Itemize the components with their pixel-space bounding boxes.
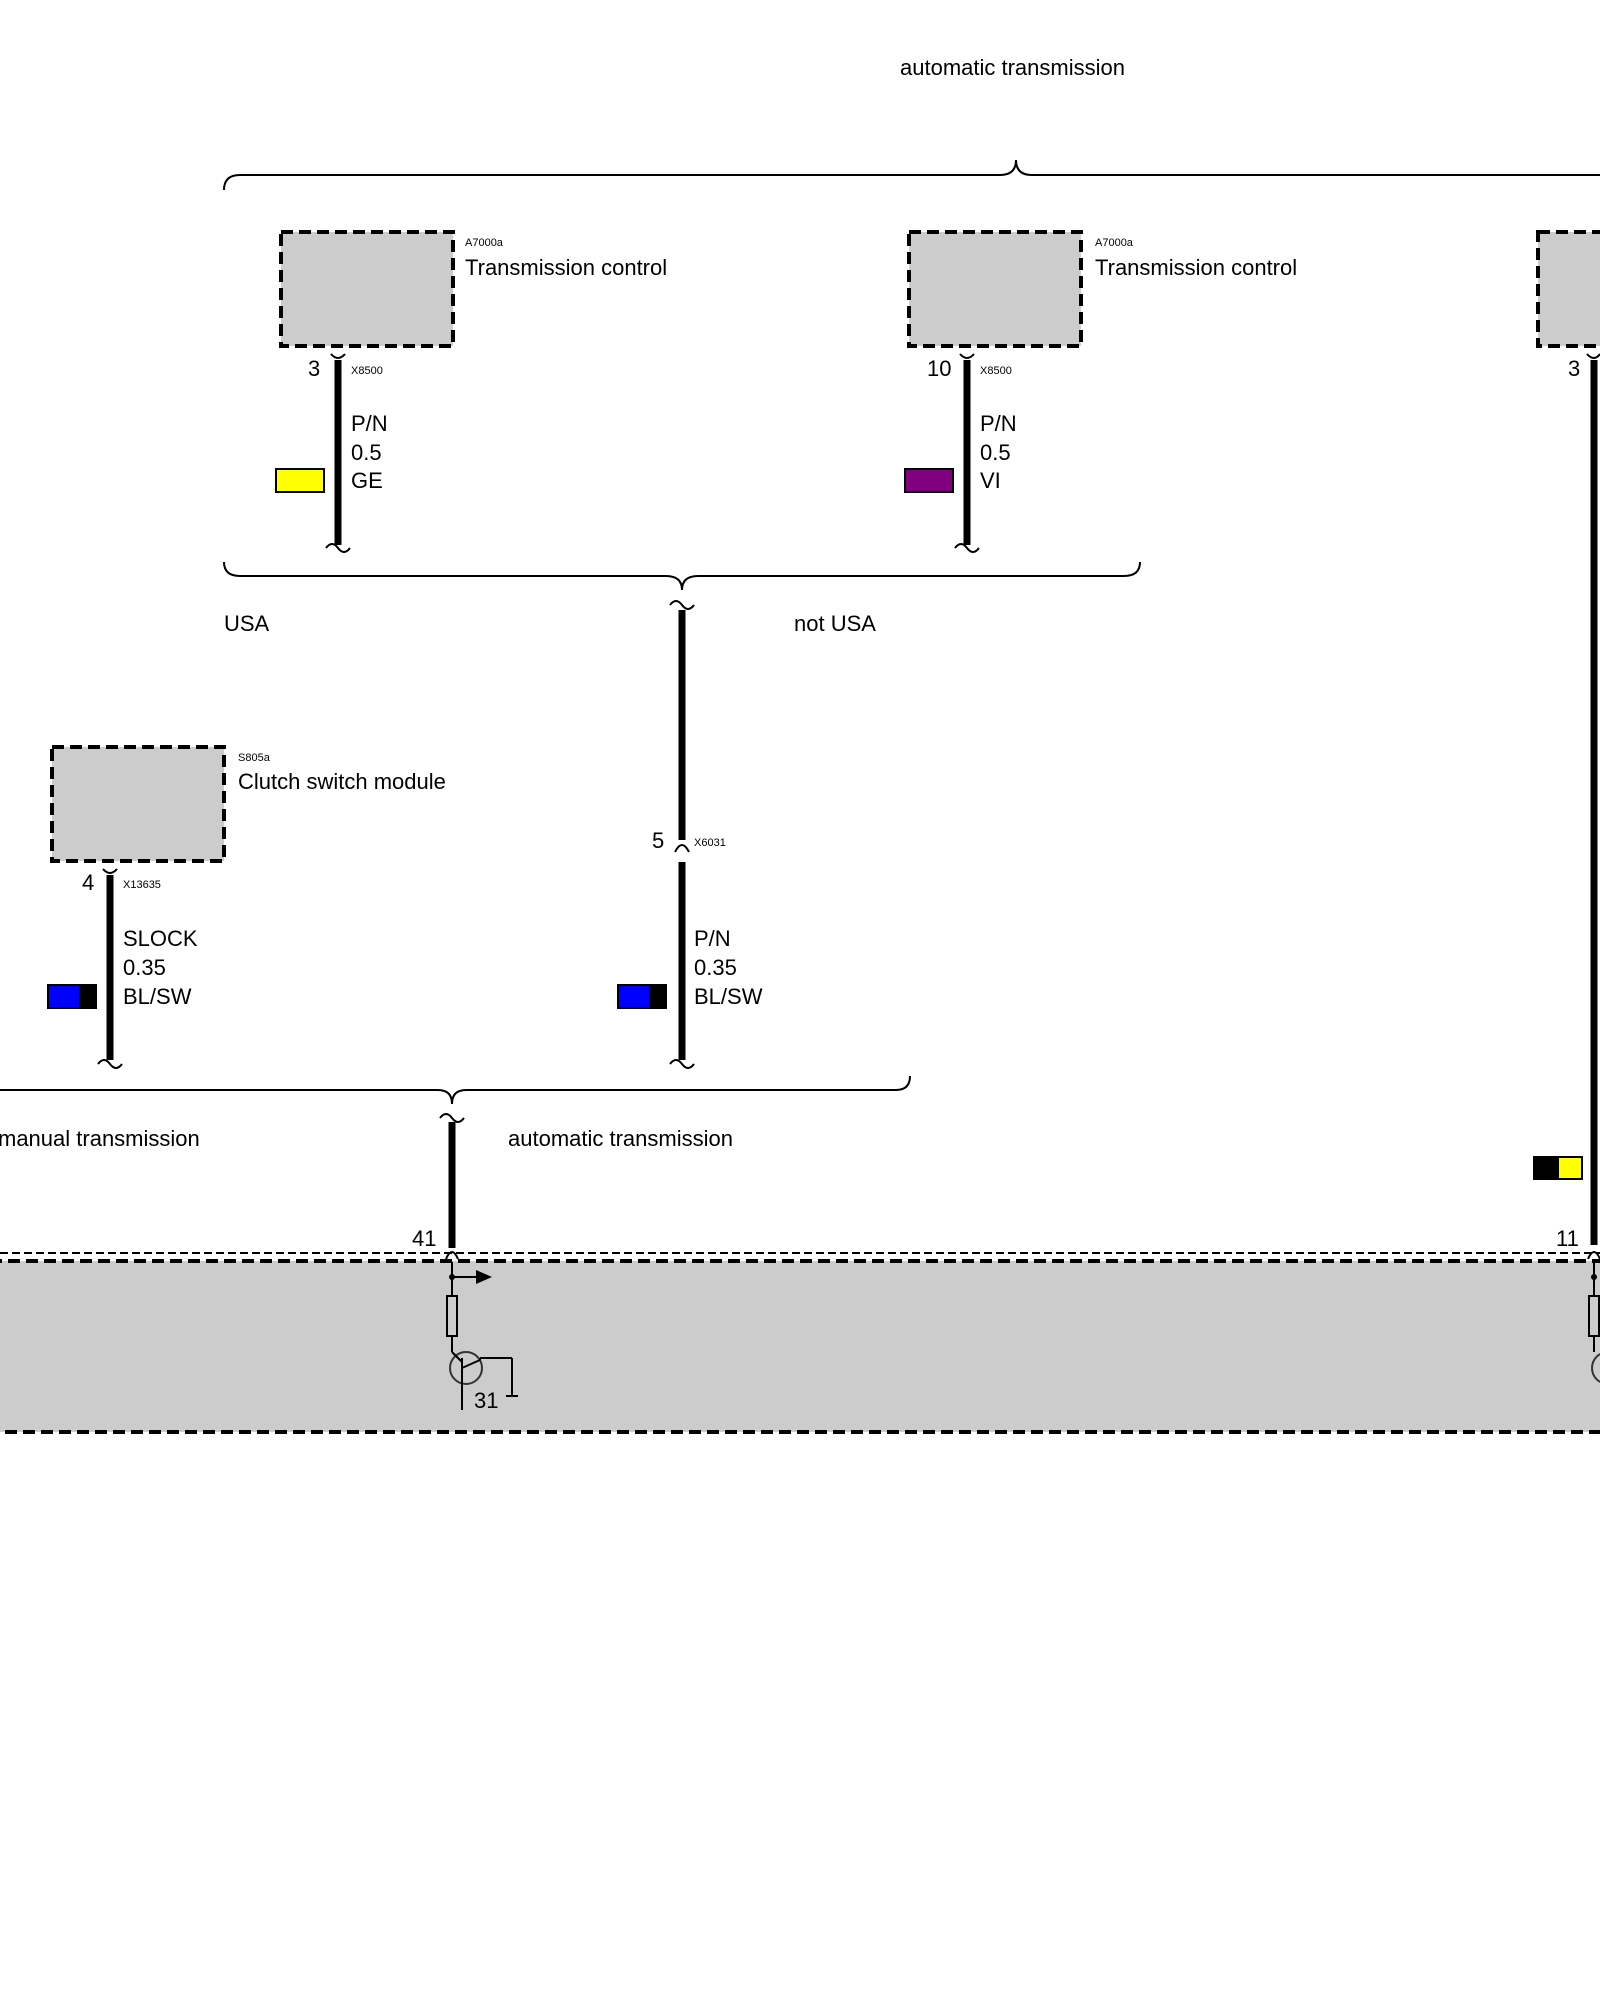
wire-clutch-break: [97, 1059, 123, 1069]
wire-clutch-signal: SLOCK: [123, 926, 198, 951]
usa-label: USA: [224, 611, 270, 636]
wire-right-swatch-a: [1533, 1156, 1559, 1180]
clutch-connector: X13635: [123, 879, 161, 891]
tc-usa-pin-arc: [330, 353, 346, 359]
ecu-input-circuit-right: [1588, 1262, 1600, 1383]
wire-auto-swatch-a: [617, 984, 651, 1009]
wire-clutch-swatch-b: [79, 984, 97, 1009]
wire-not-usa-signal: P/N: [980, 411, 1017, 436]
lower-brace: [0, 1075, 911, 1105]
clutch-switch-module-box[interactable]: [50, 745, 226, 863]
tc-usa-code: A7000a: [465, 237, 504, 249]
tc-right-pin: 3: [1568, 356, 1580, 381]
wire-usa-color-swatch: [275, 468, 325, 493]
wire-not-usa-break: [954, 543, 980, 553]
tc-not-usa-connector: X8500: [980, 365, 1012, 377]
clutch-pin: 4: [82, 870, 94, 895]
wire-usa-size: 0.5: [351, 440, 382, 465]
top-brace: [223, 159, 1600, 191]
top-brace-label: automatic transmission: [900, 55, 1125, 80]
transistor-icon: [449, 1351, 483, 1385]
middle-brace: [223, 561, 1141, 591]
wire-auto-swatch-b: [649, 984, 667, 1009]
transistor-right-icon: [1591, 1353, 1600, 1383]
tc-usa-connector: X8500: [351, 365, 383, 377]
wire-usa-signal: P/N: [351, 411, 388, 436]
wire-not-usa-color: VI: [980, 468, 1001, 493]
ecu-pin-11: 11: [1556, 1226, 1579, 1251]
wire-auto-signal: P/N: [694, 926, 731, 951]
ecu-pin-41-arc: [445, 1251, 459, 1260]
wire-not-usa-color-swatch: [904, 468, 954, 493]
tc-usa-name: Transmission control: [465, 255, 667, 280]
tc-not-usa-code: A7000a: [1095, 237, 1134, 249]
not-usa-label: not USA: [794, 611, 876, 636]
wire-auto-size: 0.35: [694, 955, 737, 980]
wire-clutch-swatch-a: [47, 984, 81, 1009]
wire-ecu-break: [439, 1113, 465, 1123]
wire-right-swatch-b: [1557, 1156, 1583, 1180]
wire-clutch-size: 0.35: [123, 955, 166, 980]
wire-auto-break: [669, 1059, 695, 1069]
transmission-control-not-usa-box[interactable]: [907, 230, 1083, 348]
wire-usa-break: [325, 543, 351, 553]
wire-combined-break: [669, 600, 695, 610]
clutch-code: S805a: [238, 752, 271, 764]
wire-not-usa-size: 0.5: [980, 440, 1011, 465]
automatic-transmission-label: automatic transmission: [508, 1126, 733, 1151]
junction-connector: X6031: [694, 837, 726, 849]
ecu-pin-11-arc: [1587, 1251, 1600, 1260]
ecu-box[interactable]: [0, 1259, 1600, 1434]
transmission-control-usa-box[interactable]: [279, 230, 455, 348]
clutch-name: Clutch switch module: [238, 769, 446, 794]
tc-not-usa-pin-arc: [959, 353, 975, 359]
tc-right-pin-arc: [1586, 353, 1600, 359]
ecu-pin-41: 41: [412, 1226, 436, 1251]
junction-pin: 5: [652, 828, 664, 853]
tc-not-usa-name: Transmission control: [1095, 255, 1297, 280]
junction-arc: [674, 844, 690, 853]
clutch-pin-arc: [102, 868, 118, 874]
ecu-input-circuit: [446, 1262, 518, 1410]
wire-auto-color: BL/SW: [694, 984, 763, 1009]
wire-usa-color: GE: [351, 468, 383, 493]
manual-transmission-label: manual transmission: [0, 1126, 200, 1151]
ecu-ground-label: 31: [474, 1388, 498, 1413]
tc-usa-pin: 3: [308, 356, 320, 381]
transmission-control-right-box[interactable]: [1536, 230, 1600, 348]
tc-not-usa-pin: 10: [927, 356, 951, 381]
wire-clutch-color: BL/SW: [123, 984, 192, 1009]
